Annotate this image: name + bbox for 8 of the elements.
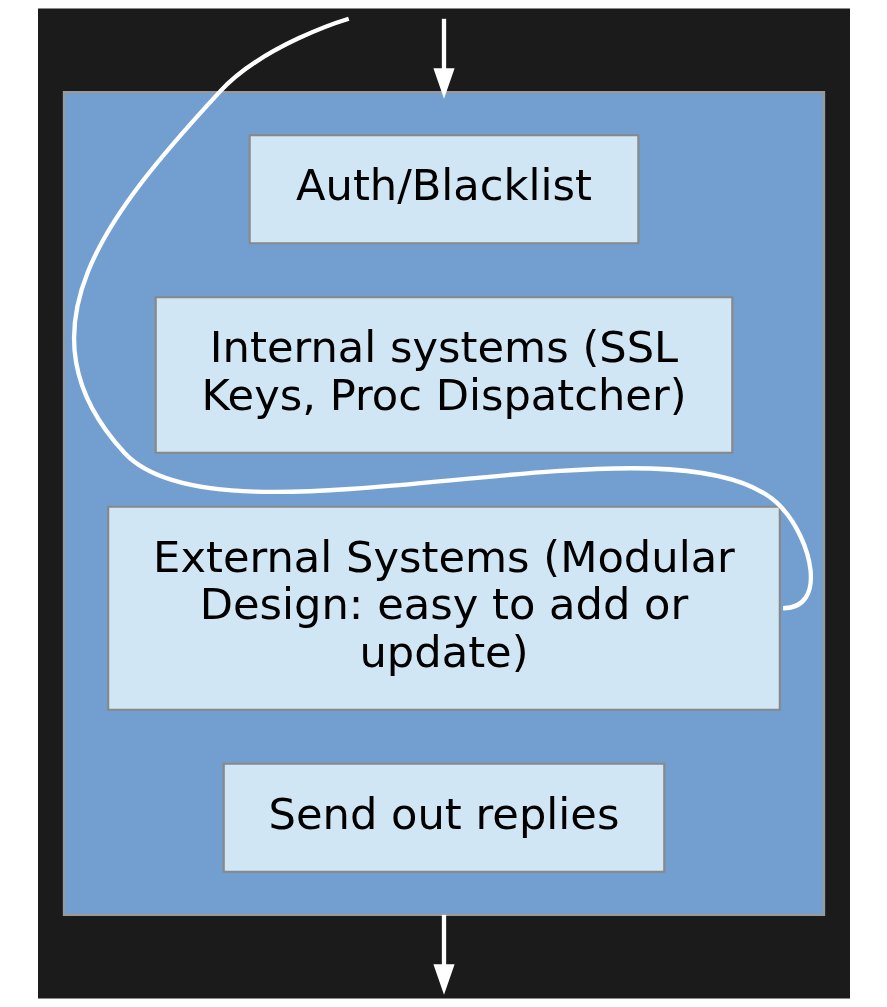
node-box: External Systems (Modular Design: easy to add or update) (106, 505, 781, 711)
arrow (432, 18, 455, 99)
node-box: Internal systems (SSL Keys, Proc Dispatcher) (154, 296, 733, 454)
cluster (62, 91, 825, 916)
node-box: Auth/Blacklist (248, 134, 639, 245)
connector (71, 16, 813, 611)
arrow (432, 914, 455, 995)
node-box: Send out replies (222, 762, 665, 873)
